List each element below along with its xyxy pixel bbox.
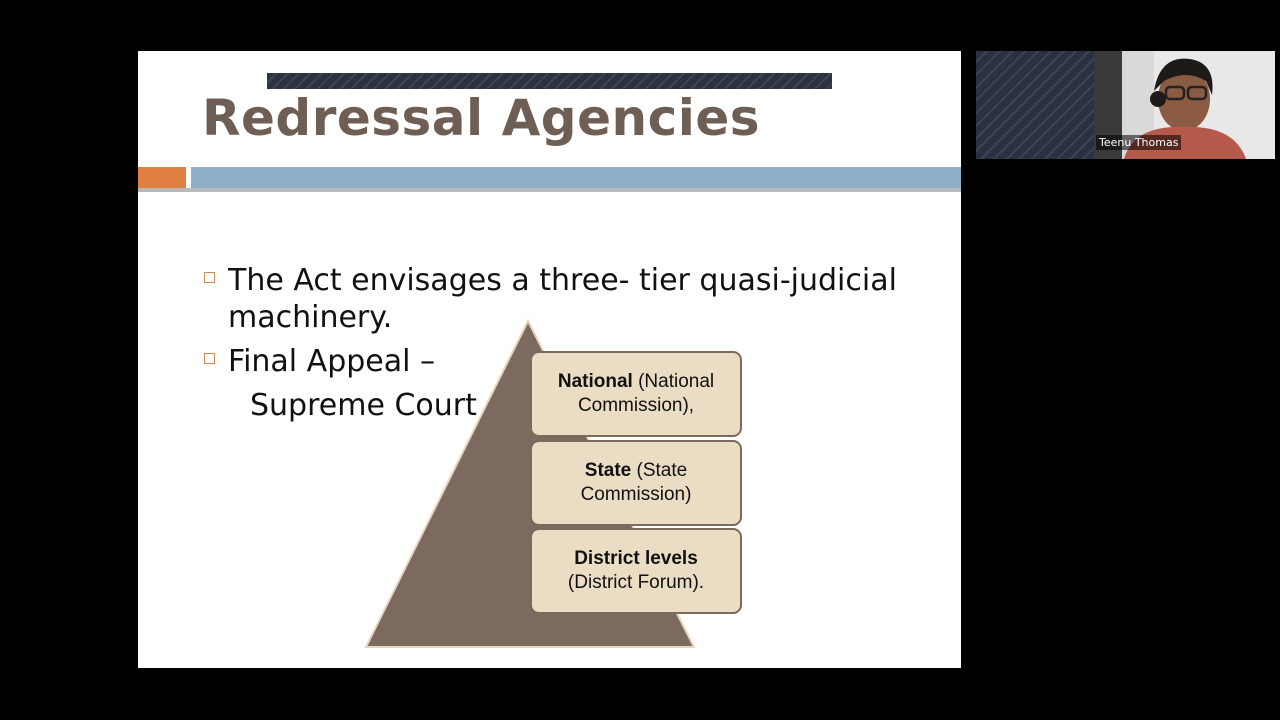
accent-bar-blue <box>191 167 961 188</box>
tier-district-bold: District levels <box>574 548 698 569</box>
tier-state-text-1: (State <box>631 460 688 481</box>
video-background-pattern <box>976 51 1094 159</box>
bullet-square-icon <box>204 272 215 283</box>
accent-bar-gray <box>138 188 961 192</box>
tier-state-text-2: Commission) <box>580 484 692 505</box>
bullet-square-icon <box>204 353 215 364</box>
accent-bar-orange <box>138 167 186 188</box>
bullet-1-line-2: machinery. <box>228 300 393 335</box>
bullet-2-line-2: Supreme Court <box>250 388 477 423</box>
bullet-2-line-1: Final Appeal – <box>228 344 435 379</box>
tier-national-bold: National <box>557 371 633 392</box>
slide-title: Redressal Agencies <box>202 89 761 147</box>
bullet-item-1: The Act envisages a three- tier quasi-ju… <box>228 262 897 336</box>
tier-state: State (State Commission) <box>530 440 742 526</box>
tier-district-text-2: (District Forum). <box>567 572 705 593</box>
tier-state-bold: State <box>584 460 632 481</box>
participant-video-tile[interactable]: Teenu Thomas <box>976 51 1275 159</box>
bullet-item-2: Final Appeal – Supreme Court <box>228 343 477 424</box>
tier-national: National (National Commission), <box>530 351 742 437</box>
presentation-slide: Redressal Agencies The Act envisages a t… <box>138 51 961 668</box>
participant-avatar-icon <box>1124 58 1246 159</box>
tier-district: District levels (District Forum). <box>530 528 742 614</box>
tier-national-text-1: (National <box>632 371 715 392</box>
tier-national-text-2: Commission), <box>577 395 695 416</box>
title-stripe-decoration <box>267 73 832 89</box>
bullet-1-line-1: The Act envisages a three- tier quasi-ju… <box>228 263 897 298</box>
participant-name-label: Teenu Thomas <box>1096 135 1182 150</box>
